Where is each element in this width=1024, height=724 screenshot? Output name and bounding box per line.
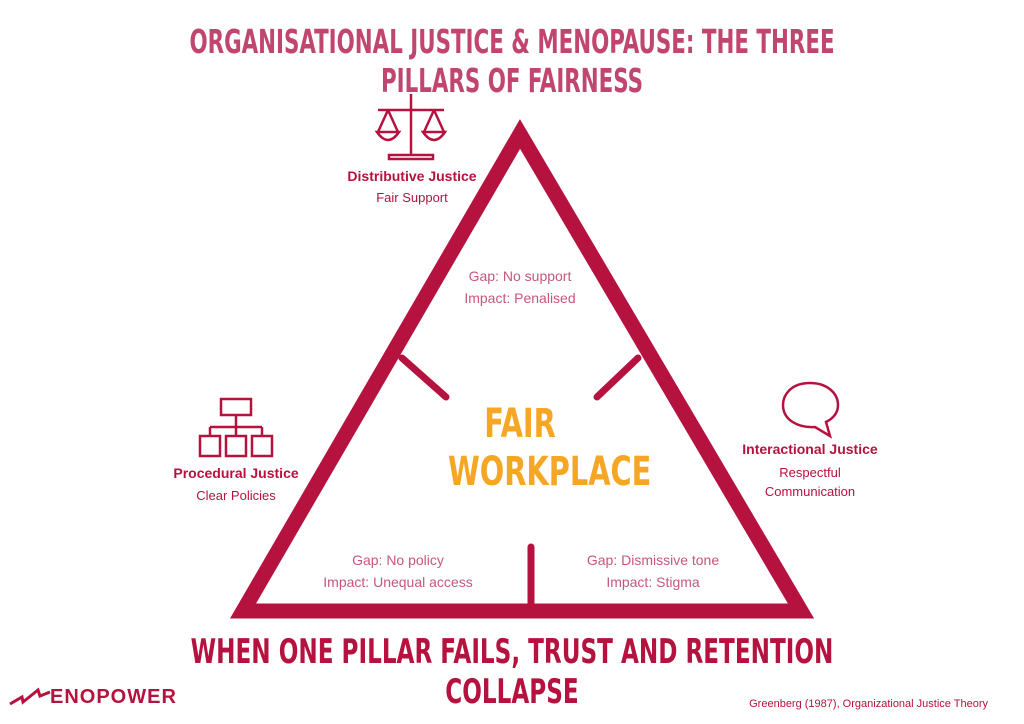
center-line1: FAIR: [484, 401, 556, 447]
gap-distributive: Gap: No support: [468, 268, 572, 284]
page-title: ORGANISATIONAL JUSTICE & MENOPAUSE: THE …: [189, 22, 835, 100]
scales-icon: [374, 94, 448, 161]
logo-mark-icon: [9, 687, 51, 706]
interactional-justice-label: Interactional Justice: [742, 441, 878, 457]
procedural-justice-sub: Clear Policies: [196, 488, 276, 503]
impact-interactional: Impact: Stigma: [606, 574, 700, 590]
divider-right: [593, 354, 642, 401]
triangle: [229, 119, 815, 619]
citation: Greenberg (1987), Organizational Justice…: [749, 698, 988, 710]
divider-left: [398, 354, 450, 401]
logo-text: ENOPOWER: [50, 686, 177, 708]
speech-bubble-icon: [781, 381, 840, 439]
distributive-justice-label: Distributive Justice: [347, 168, 477, 184]
distributive-justice-sub: Fair Support: [376, 190, 448, 205]
interactional-justice-sub2: Communication: [764, 484, 856, 499]
impact-procedural: Impact: Unequal access: [323, 574, 473, 590]
footer-message: WHEN ONE PILLAR FAILS, TRUST AND RETENTI…: [190, 632, 834, 712]
gap-procedural: Gap: No policy: [352, 552, 444, 568]
center-line2: WORKPLACE: [448, 449, 652, 495]
interactional-justice-sub1: Respectful: [779, 465, 841, 480]
org-chart-icon: [198, 397, 274, 458]
impact-distributive: Impact: Penalised: [464, 290, 576, 306]
gap-interactional: Gap: Dismissive tone: [586, 552, 720, 568]
procedural-justice-label: Procedural Justice: [173, 465, 299, 481]
